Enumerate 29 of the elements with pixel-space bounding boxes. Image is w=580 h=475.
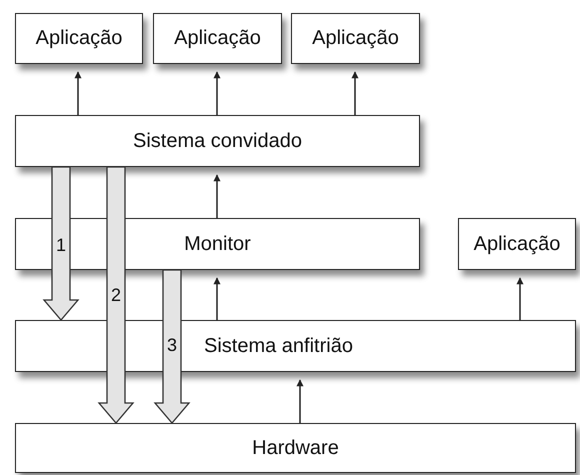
- layer-label: Sistema convidado: [133, 130, 302, 152]
- layer-label: Aplicação: [474, 232, 560, 256]
- layer-box: [15, 218, 420, 270]
- layer-box: [15, 13, 143, 64]
- arrow: [214, 174, 220, 218]
- edge-label: 2: [111, 286, 122, 304]
- layer-box: [15, 115, 420, 167]
- layer-box: [15, 423, 576, 473]
- layer-box: [15, 320, 576, 372]
- layer-box: [291, 13, 420, 64]
- layer-box: [458, 218, 576, 270]
- layer-label: Hardware: [252, 436, 339, 460]
- arrow: [296, 379, 304, 423]
- edge-label: 3: [167, 336, 178, 354]
- arrow: [516, 277, 524, 320]
- layer-label: Aplicação: [174, 27, 261, 50]
- layer-label: Aplicação: [36, 27, 122, 50]
- block-arrow: [98, 166, 134, 424]
- edge-label: 1: [56, 236, 66, 254]
- layer-label: Monitor: [184, 232, 251, 256]
- arrow: [352, 71, 358, 115]
- block-arrow: [154, 269, 190, 424]
- arrow: [214, 277, 220, 320]
- arrow: [214, 71, 220, 115]
- layer-box: [153, 13, 282, 64]
- block-arrow: [42, 166, 80, 321]
- layer-label: Sistema anfitrião: [204, 334, 353, 358]
- layer-label: Aplicação: [312, 27, 399, 50]
- arrow: [74, 71, 82, 115]
